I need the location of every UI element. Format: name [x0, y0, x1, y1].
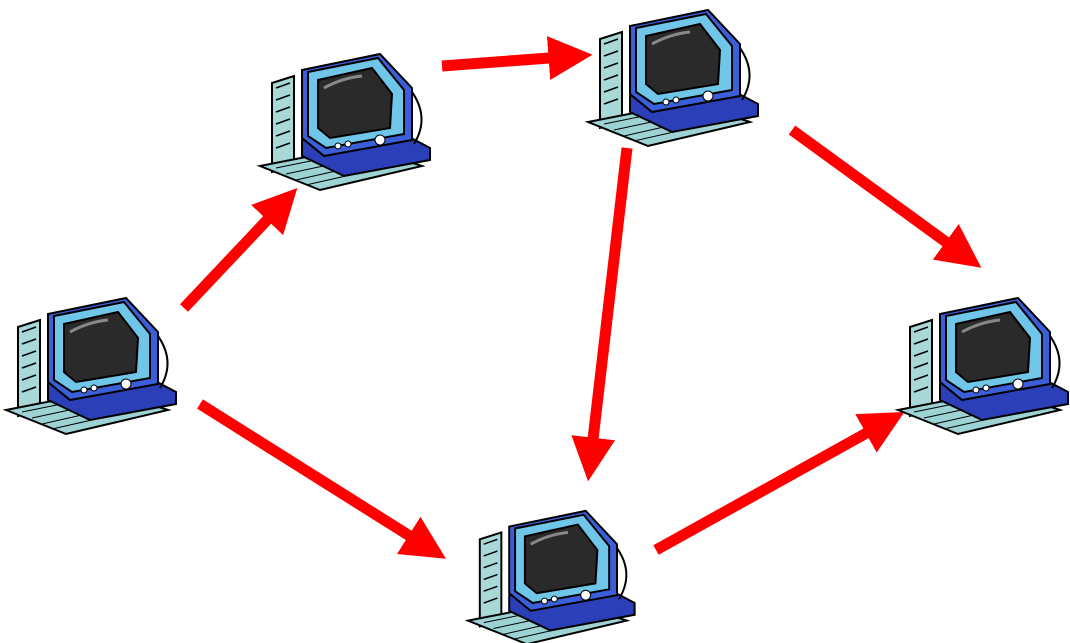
arrow-a-to-d [197, 399, 446, 559]
computer-icon-b [258, 52, 432, 192]
computer-icon-e [896, 296, 1070, 436]
arrow-c-to-d [571, 147, 633, 482]
edges-layer [180, 36, 982, 559]
arrow-b-to-c [441, 36, 593, 80]
arrow-d-to-e [653, 411, 905, 555]
computer-icon-a [4, 296, 178, 436]
computer-icon-d [466, 509, 637, 643]
computer-icon-c [586, 8, 760, 148]
nodes-layer [4, 8, 1070, 643]
arrow-c-to-e [788, 125, 982, 268]
arrow-a-to-b [180, 188, 298, 312]
